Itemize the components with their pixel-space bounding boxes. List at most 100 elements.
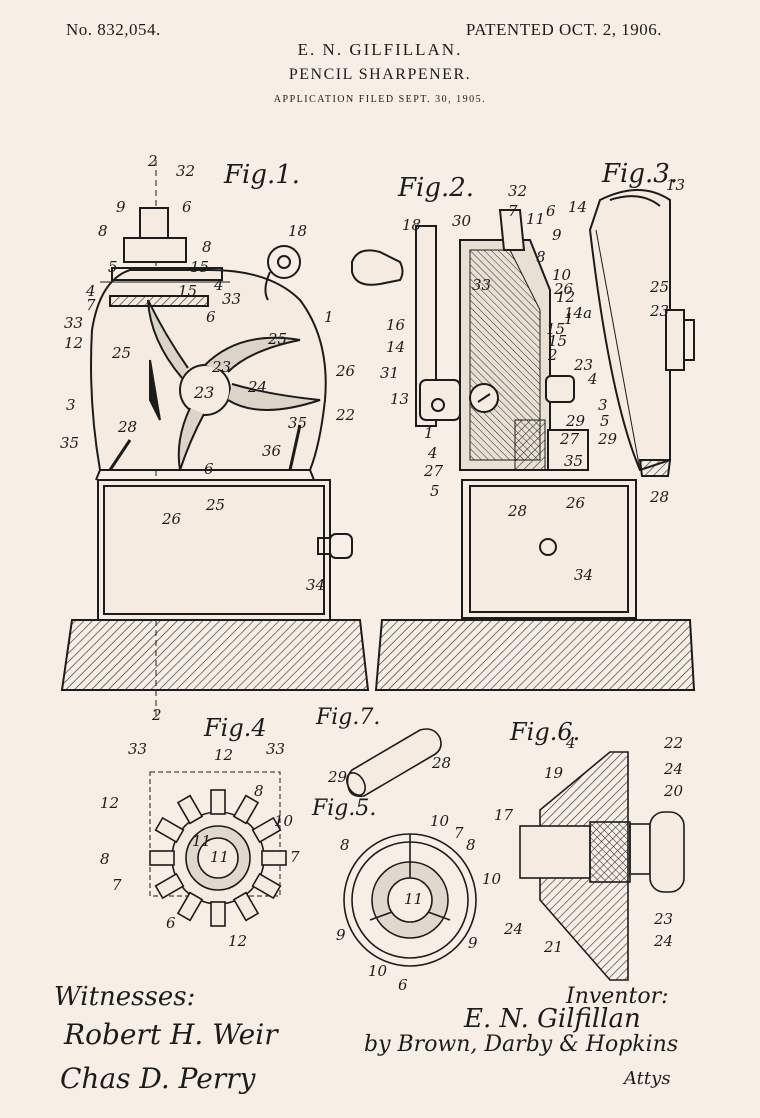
reference-numeral: 7 — [290, 848, 300, 866]
reference-numeral: 8 — [100, 850, 110, 868]
reference-numeral: 8 — [98, 222, 108, 240]
cutter-tooth — [210, 901, 226, 927]
reference-numeral: 8 — [340, 836, 350, 854]
reference-numeral: 1 — [564, 310, 574, 328]
reference-numeral: 19 — [544, 764, 564, 782]
reference-numeral: 5 — [108, 258, 118, 276]
cutter-tooth — [232, 891, 260, 922]
fig6-title: Fig.6. — [509, 718, 580, 746]
reference-numeral: 10 — [430, 812, 450, 830]
cutter-tooth — [232, 794, 260, 825]
reference-numeral: 9 — [552, 226, 562, 244]
reference-numeral: 33 — [472, 276, 491, 294]
reference-numeral: 4 — [427, 444, 438, 462]
reference-numeral: 30 — [452, 212, 472, 230]
reference-numeral: 2 — [547, 346, 558, 364]
reference-numeral: 8 — [536, 248, 546, 266]
inventor-label: Inventor: — [566, 984, 669, 1009]
reference-numeral: 8 — [254, 782, 264, 800]
reference-numeral: 7 — [86, 296, 96, 314]
reference-numeral: 33 — [222, 290, 241, 308]
reference-numeral: 12 — [64, 334, 83, 352]
reference-numeral: 33 — [128, 740, 147, 758]
reference-numeral: 34 — [574, 566, 593, 584]
reference-numeral: 12 — [214, 746, 233, 764]
reference-numeral: 23 — [653, 910, 673, 928]
inventor-name: E. N. GILFILLAN. — [297, 40, 463, 59]
reference-numeral: 3 — [66, 396, 76, 414]
svg-text:23: 23 — [193, 383, 214, 402]
reference-numeral: 13 — [390, 390, 409, 408]
reference-numeral: 7 — [508, 202, 518, 220]
cutter-tooth — [261, 850, 287, 866]
patent-title: PENCIL SHARPENER. — [288, 66, 472, 83]
reference-numeral: 35 — [288, 414, 307, 432]
reference-numeral: 26 — [553, 280, 574, 298]
reference-numeral: 23 — [573, 356, 593, 374]
figure-1: 23 — [60, 160, 370, 720]
reference-numeral: 6 — [546, 202, 556, 220]
reference-numeral: 1 — [424, 424, 434, 442]
fig7-title: Fig.7. — [315, 705, 380, 730]
reference-numeral: 10 — [274, 812, 294, 830]
reference-numeral: 15 — [190, 258, 209, 276]
reference-numeral: 29 — [597, 430, 618, 448]
reference-numeral: 4 — [587, 370, 598, 388]
reference-numeral: 15 — [178, 282, 197, 300]
reference-numeral: 29 — [327, 768, 348, 786]
reference-numeral: 26 — [161, 510, 182, 528]
reference-numeral: 26 — [565, 494, 586, 512]
reference-numeral: 27 — [559, 430, 580, 448]
reference-numeral: 8 — [466, 836, 476, 854]
reference-numeral: 4 — [213, 276, 224, 294]
reference-numeral: 16 — [386, 316, 406, 334]
cutter-tooth — [154, 872, 185, 900]
reference-numeral: 28 — [117, 418, 137, 436]
figure-7 — [346, 728, 442, 798]
cutter-tooth — [210, 789, 226, 815]
reference-numeral: 31 — [380, 364, 399, 382]
reference-numeral: 6 — [398, 976, 408, 994]
patent-number: No. 832,054. — [66, 20, 161, 39]
reference-numeral: 4 — [565, 734, 576, 752]
reference-numeral: 24 — [653, 932, 673, 950]
reference-numeral: 3 — [598, 396, 608, 414]
reference-numeral: 5 — [600, 412, 610, 430]
reference-numeral: 7 — [454, 824, 464, 842]
patent-date: PATENTED OCT. 2, 1906. — [465, 20, 662, 39]
reference-numeral: 12 — [100, 794, 119, 812]
reference-numeral: 11 — [526, 210, 545, 228]
reference-numeral: 22 — [335, 406, 355, 424]
reference-numeral: 11 — [404, 890, 423, 908]
reference-numeral: 21 — [543, 938, 563, 956]
reference-numeral: 27 — [423, 462, 444, 480]
cutter-tooth — [149, 850, 175, 866]
reference-numeral: 20 — [663, 782, 684, 800]
reference-numeral: 25 — [267, 330, 287, 348]
fig3-title: Fig.3. — [601, 159, 678, 189]
reference-numeral: 35 — [564, 452, 583, 470]
cutter-tooth — [176, 891, 204, 922]
cutter-tooth — [251, 816, 282, 844]
fig2-title: Fig.2. — [397, 173, 474, 203]
reference-numeral: 10 — [368, 962, 388, 980]
fig1-title: Fig.1. — [223, 160, 300, 190]
reference-numeral: 32 — [508, 182, 527, 200]
reference-numeral: 15 — [548, 332, 567, 350]
reference-numeral: 24 — [663, 760, 683, 778]
reference-numeral: 6 — [182, 198, 192, 216]
reference-numeral: 7 — [112, 876, 122, 894]
figure-4 — [149, 771, 287, 927]
figure-6 — [519, 751, 685, 981]
cutter-tooth — [154, 816, 185, 844]
reference-numeral: 2 — [151, 706, 162, 724]
figure-5 — [343, 833, 477, 967]
reference-numeral: 12 — [228, 932, 247, 950]
cutter-tooth — [176, 794, 204, 825]
reference-numeral: 9 — [468, 934, 478, 952]
reference-numeral: 28 — [507, 502, 527, 520]
reference-numeral: 32 — [176, 162, 195, 180]
reference-numeral: 18 — [288, 222, 307, 240]
